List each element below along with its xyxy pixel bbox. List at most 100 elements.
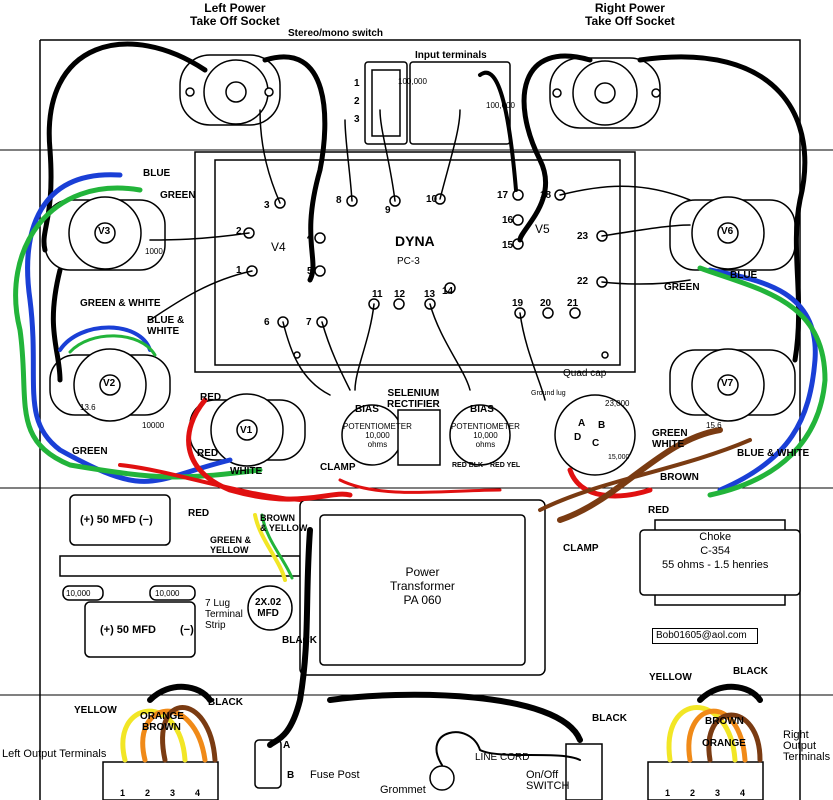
wire-blue-r-label: BLUE (730, 270, 758, 281)
wire-red-label-1: RED (200, 392, 222, 403)
terminal-13: 13 (424, 289, 436, 300)
right-output-line2: Output (783, 740, 817, 752)
wire-green-r-label: GREEN (664, 282, 700, 293)
left-socket-title: Left Power Take Off Socket (190, 2, 280, 28)
wire-red-yel-label: RED YEL (490, 462, 521, 469)
right-output-num-2: 2 (690, 788, 696, 798)
pot-left-label: POTENTIOMETER 10,000 ohms (343, 422, 412, 449)
v5-label: V5 (535, 222, 550, 236)
wire-brown-yellow-line2: & YELLOW (260, 523, 308, 533)
wire-red-r-label: RED (648, 505, 670, 516)
wire-red-label-3: RED (188, 508, 210, 519)
right-socket-title: Right Power Take Off Socket (585, 2, 675, 28)
left-output-label: Left Output Terminals (2, 748, 107, 760)
terminal-10: 10 (426, 194, 438, 205)
pc3-label: PC-3 (397, 256, 420, 267)
terminal-16: 16 (502, 215, 514, 226)
left-output-num-1: 1 (120, 788, 126, 798)
terminal-7: 7 (306, 317, 312, 328)
wire-blue-white-r-label: BLUE & WHITE (737, 448, 810, 459)
pot-left-line1: POTENTIOMETER (343, 422, 412, 431)
terminal-15: 15 (502, 240, 514, 251)
pot-right-line2: 10,000 (473, 431, 498, 440)
wire-black-pt-label: BLACK (282, 635, 317, 646)
wire-black-bottom-label: BLACK (592, 713, 627, 724)
power-transformer-label: Power Transformer PA 060 (390, 565, 455, 607)
cap-156-label: 15.6 (706, 421, 722, 430)
terminal-6: 6 (264, 317, 270, 328)
resistor-10000-a: 10,000 (66, 589, 91, 598)
bias-left-label: BIAS (355, 404, 379, 415)
wires (13, 41, 828, 766)
choke-line2: C-354 (700, 545, 731, 557)
terminal-2: 2 (236, 226, 242, 237)
right-output-label: Right Output Terminals (783, 730, 830, 763)
stereo-mono-label: Stereo/mono switch (288, 28, 384, 39)
switch-num-2: 2 (354, 96, 360, 107)
wire-green-yellow-line2: YELLOW (210, 545, 249, 555)
terminal-17: 17 (497, 190, 509, 201)
choke-label: Choke C-354 55 ohms - 1.5 henries (662, 530, 768, 572)
terminal-14: 14 (442, 286, 454, 297)
wire-brown-r2-label: BROWN (660, 472, 699, 483)
tube-v1-label: V1 (240, 425, 253, 436)
wire-green-white-r-line2: WHITE (652, 439, 685, 450)
switch-num-3: 3 (354, 114, 360, 125)
seven-lug-line2: Terminal (205, 609, 243, 620)
input-terminals-label: Input terminals (415, 50, 487, 61)
email-box (652, 628, 758, 644)
cap-50mfd-top-label: (+) 50 MFD (−) (80, 514, 153, 526)
terminal-5: 5 (307, 266, 313, 277)
cap-2x02-line2: MFD (257, 608, 279, 619)
on-off-line1: On/Off (526, 769, 559, 781)
right-output-line3: Terminals (783, 751, 831, 763)
quad-cap-c: C (592, 438, 600, 449)
resistor-10000-b: 10,000 (155, 589, 180, 598)
on-off-label: On/Off SWITCH (526, 770, 569, 792)
quad-cap-label: Quad cap (563, 368, 607, 379)
right-output-num-3: 3 (715, 788, 721, 798)
email-label: Bob01605@aol.com (656, 630, 747, 641)
fuse-a-label: A (283, 740, 291, 751)
wire-black-r-label: BLACK (733, 666, 768, 677)
wire-white-label: WHITE (230, 466, 263, 477)
left-socket-title-line2: Take Off Socket (190, 14, 280, 28)
left-output-num-2: 2 (145, 788, 151, 798)
quad-cap-b: B (598, 420, 606, 431)
wire-green-left-label: GREEN (72, 446, 108, 457)
quad-cap-d: D (574, 432, 582, 443)
cap-50mfd-bottom-minus: (−) (180, 624, 194, 636)
choke-line1: Choke (699, 531, 732, 543)
wire-green-white-r-line1: GREEN (652, 428, 688, 439)
dyna-label: DYNA (395, 233, 435, 249)
wire-brown-r-label: BROWN (705, 716, 744, 727)
terminal-21: 21 (567, 298, 579, 309)
terminal-3: 3 (264, 200, 270, 211)
switch-num-1: 1 (354, 78, 360, 89)
power-transformer-line3: PA 060 (403, 593, 442, 607)
seven-lug-line3: Strip (205, 620, 226, 631)
wire-green-yellow-label: GREEN & YELLOW (210, 535, 251, 555)
pc3-terminals (243, 189, 608, 328)
terminal-4: 4 (307, 232, 313, 243)
selenium-line1: SELENIUM (387, 388, 440, 399)
pot-left-line3: ohms (367, 440, 388, 449)
wire-green-white-r-label: GREEN WHITE (652, 428, 688, 450)
wire-red-blk-label: RED BLK (452, 462, 484, 469)
terminal-18: 18 (540, 190, 552, 201)
cap-2x02-line1: 2X.02 (255, 597, 282, 608)
fuse-b-label: B (287, 770, 295, 781)
wire-blue-label: BLUE (143, 168, 171, 179)
components (59, 61, 801, 800)
cap-10000-label: 10000 (142, 421, 165, 430)
pot-right-label: POTENTIOMETER 10,000 ohms (451, 422, 520, 449)
choke-line3: 55 ohms - 1.5 henries (662, 559, 769, 571)
wire-green-white-label: GREEN & WHITE (80, 298, 161, 309)
fuse-post-label: Fuse Post (310, 769, 360, 781)
wire-brown-yellow-label: BROWN & YELLOW (260, 513, 307, 533)
right-output-num-4: 4 (740, 788, 746, 798)
line-cord-label: LINE CORD (475, 752, 530, 763)
wire-green-yellow-line1: GREEN & (210, 535, 252, 545)
v4-label: V4 (271, 240, 286, 254)
